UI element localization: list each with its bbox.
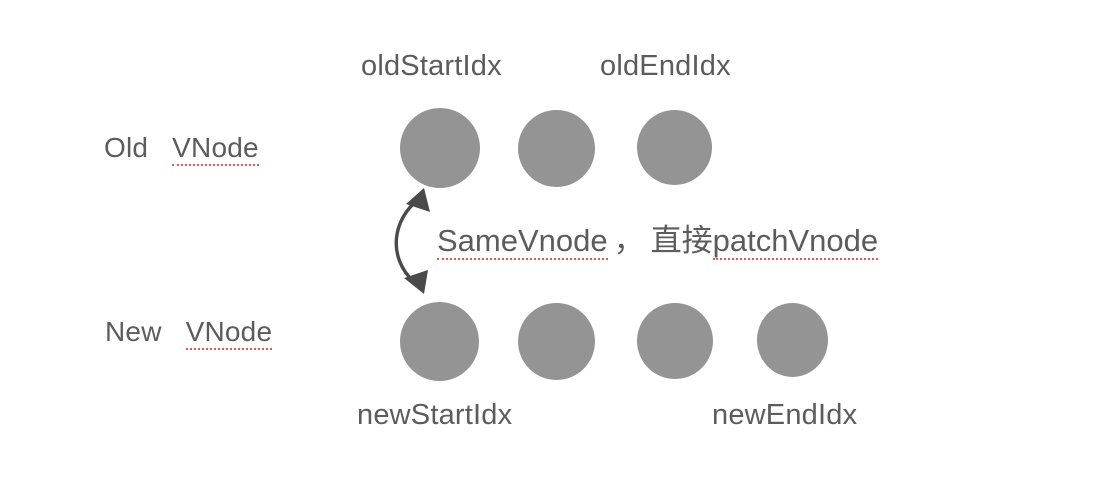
new-vnode-node-3[interactable] <box>637 303 713 379</box>
samevnode-note-comma: ， <box>613 223 645 258</box>
old-vnode-node-1[interactable] <box>400 108 480 188</box>
label-new-end-idx: newEndIdx <box>712 399 858 431</box>
label-old-end-idx: oldEndIdx <box>600 50 731 82</box>
samevnode-note-part3: patchVnode <box>712 223 879 260</box>
label-old-start-idx: oldStartIdx <box>361 50 502 82</box>
new-vnode-node-1[interactable] <box>400 302 479 381</box>
label-new-start-idx: newStartIdx <box>357 399 513 431</box>
row-label-new-text: New <box>105 316 162 347</box>
new-vnode-node-4[interactable] <box>757 303 828 377</box>
row-label-old-text: Old <box>104 132 149 163</box>
new-vnode-node-2[interactable] <box>518 303 595 380</box>
row-label-new-vnode: New VNode <box>105 316 273 350</box>
old-vnode-node-3[interactable] <box>637 110 712 185</box>
row-label-old-vnode: Old VNode <box>104 132 259 166</box>
row-label-old-vnode-spelled: VNode <box>172 132 259 166</box>
old-vnode-node-2[interactable] <box>518 110 595 187</box>
samevnode-note: SameVnode，直接patchVnode <box>437 223 879 260</box>
double-headed-curved-arrow <box>394 188 430 294</box>
samevnode-note-part1: SameVnode <box>437 223 608 260</box>
row-label-new-vnode-spelled: VNode <box>185 316 273 350</box>
samevnode-note-part2: 直接 <box>650 223 713 258</box>
